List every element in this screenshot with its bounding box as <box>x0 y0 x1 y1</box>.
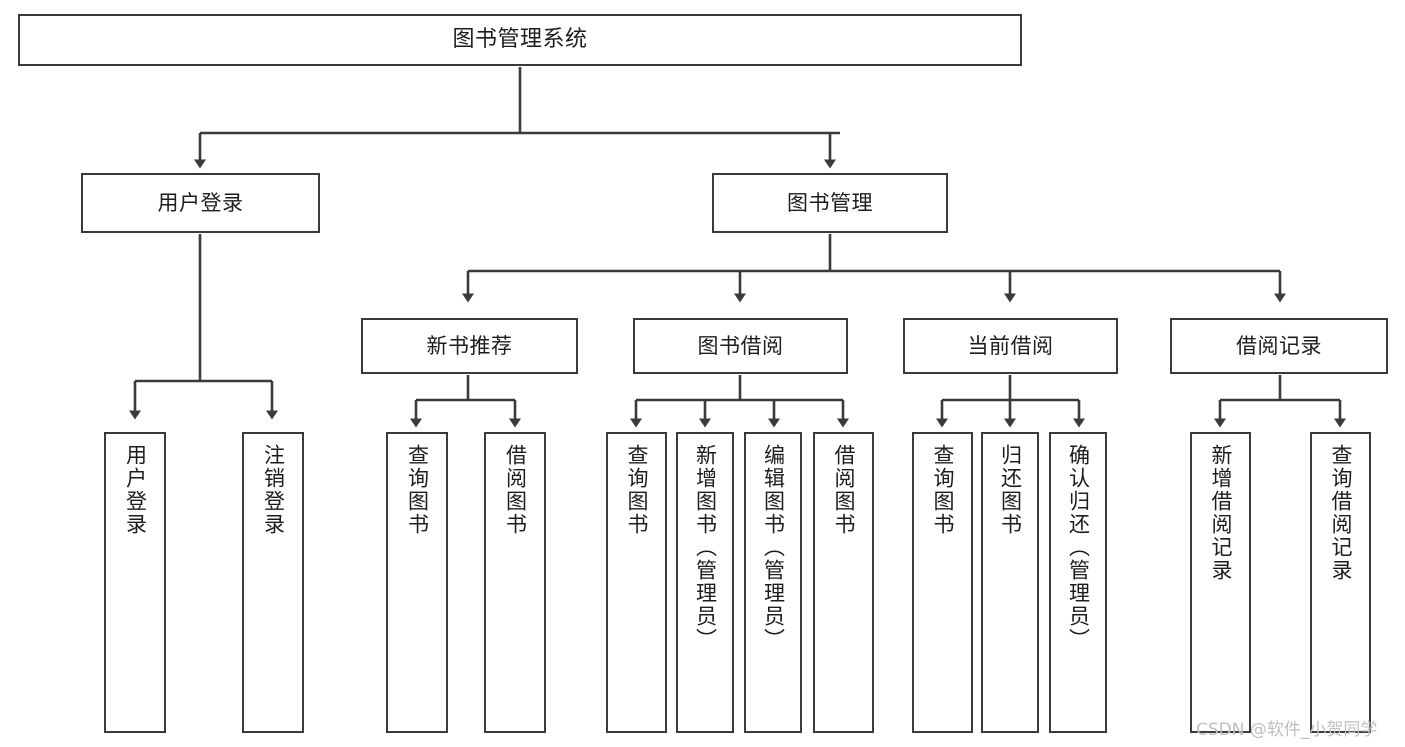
node-book-borrow[interactable]: 图书借阅 <box>633 318 848 374</box>
node-leaf-query-book-recommend[interactable]: 查询图书 <box>386 432 448 733</box>
node-leaf-return-book[interactable]: 归还图书 <box>981 432 1039 733</box>
node-label: 新增图书（管理员） <box>693 444 718 651</box>
node-label: 编辑图书（管理员） <box>761 444 786 651</box>
node-leaf-edit-book-admin[interactable]: 编辑图书（管理员） <box>744 432 802 733</box>
node-label: 图书管理系统 <box>452 27 588 53</box>
node-label: 借阅图书 <box>503 444 528 536</box>
node-leaf-confirm-return-admin[interactable]: 确认归还（管理员） <box>1049 432 1107 733</box>
node-current-borrow[interactable]: 当前借阅 <box>903 318 1118 374</box>
node-leaf-borrow-book-recommend[interactable]: 借阅图书 <box>484 432 546 733</box>
node-new-book-recommend[interactable]: 新书推荐 <box>361 318 578 374</box>
node-label: 借阅记录 <box>1236 333 1322 358</box>
node-label: 图书管理 <box>787 190 873 215</box>
node-leaf-query-borrow-record[interactable]: 查询借阅记录 <box>1310 432 1371 733</box>
watermark-text: CSDN @软件_小贺同学 <box>1196 720 1378 740</box>
node-label: 确认归还（管理员） <box>1066 444 1091 651</box>
node-label: 注销登录 <box>261 444 286 536</box>
node-label: 查询图书 <box>405 444 430 536</box>
node-label: 用户登录 <box>157 190 244 215</box>
node-label: 图书借阅 <box>697 333 784 358</box>
node-leaf-query-book-borrow[interactable]: 查询图书 <box>606 432 667 733</box>
node-label: 新增借阅记录 <box>1209 444 1233 582</box>
node-label: 查询图书 <box>931 444 955 536</box>
node-label: 当前借阅 <box>967 333 1054 358</box>
node-label: 新书推荐 <box>426 333 513 358</box>
node-label: 查询借阅记录 <box>1329 444 1353 582</box>
node-label: 归还图书 <box>998 444 1023 536</box>
node-label: 借阅图书 <box>832 444 856 536</box>
node-borrow-record[interactable]: 借阅记录 <box>1170 318 1388 374</box>
node-label: 查询图书 <box>625 444 649 536</box>
node-book-management[interactable]: 图书管理 <box>712 173 948 233</box>
node-leaf-add-book-admin[interactable]: 新增图书（管理员） <box>676 432 734 733</box>
node-leaf-borrow-book[interactable]: 借阅图书 <box>813 432 874 733</box>
node-leaf-query-book-current[interactable]: 查询图书 <box>912 432 973 733</box>
node-root-book-management-system[interactable]: 图书管理系统 <box>18 14 1022 66</box>
node-label: 用户登录 <box>123 444 148 536</box>
node-leaf-user-login[interactable]: 用户登录 <box>104 432 166 733</box>
node-user-login[interactable]: 用户登录 <box>81 173 320 233</box>
node-leaf-add-borrow-record[interactable]: 新增借阅记录 <box>1190 432 1251 733</box>
node-leaf-logout[interactable]: 注销登录 <box>242 432 304 733</box>
